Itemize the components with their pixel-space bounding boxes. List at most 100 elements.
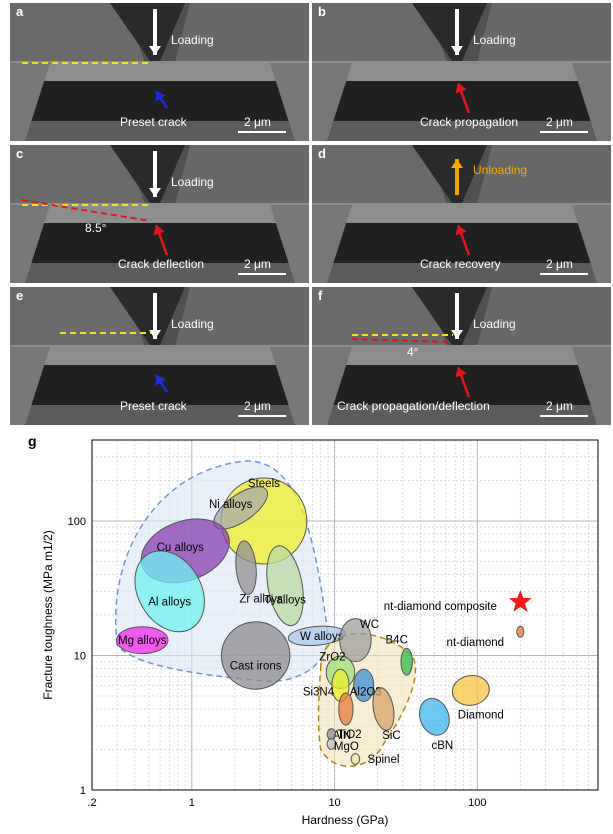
- material-label: nt-diamond: [447, 637, 505, 649]
- material-mgo: MgO: [326, 738, 359, 753]
- sem-image: [10, 145, 309, 283]
- crack-label: Crack deflection: [118, 257, 205, 271]
- material-label: Cu alloys: [157, 542, 205, 554]
- material-label: Spinel: [367, 754, 399, 766]
- material-sic: SiC: [372, 687, 401, 742]
- scale-label: 2 μm: [244, 115, 271, 129]
- y-tick-label: 10: [74, 650, 86, 662]
- scale-bar: 2 μm: [238, 115, 286, 133]
- loading-arrow: [451, 293, 463, 339]
- deflection-line: [351, 338, 453, 343]
- material-b4c: B4C: [386, 635, 413, 676]
- crack-arrow: [455, 224, 471, 256]
- x-tick-label: .2: [87, 797, 96, 809]
- material-label: Mg alloys: [118, 635, 167, 647]
- material-label: ZrO2: [319, 651, 345, 663]
- material-mg-alloys: Mg alloys: [116, 626, 169, 655]
- x-axis-label: Hardness (GPa): [302, 813, 389, 827]
- material-al-alloys: Al alloys: [134, 550, 205, 633]
- material-zr-alloys: Zr alloys: [235, 540, 283, 606]
- loading-label: Loading: [171, 175, 214, 189]
- y-axis-label: Fracture toughness (MPa m1/2): [41, 530, 55, 699]
- sem-image: [312, 3, 611, 141]
- panel-label: a: [16, 4, 24, 19]
- scale-label: 2 μm: [546, 257, 573, 271]
- sem-image: [10, 287, 309, 425]
- scale-bar: 2 μm: [540, 257, 588, 275]
- material-ti-alloys: Ti alloys: [264, 545, 306, 627]
- material-al2o3: Al2O3: [350, 668, 382, 702]
- material-label: Cast irons: [230, 660, 282, 672]
- crack-label: Crack propagation: [420, 115, 519, 129]
- material-cbn: cBN: [418, 697, 453, 752]
- scale-bar: 2 μm: [540, 399, 588, 417]
- sem-image: [10, 3, 309, 141]
- crack-arrow: [455, 82, 471, 114]
- loading-arrow: [149, 9, 161, 55]
- material-label: Al alloys: [148, 596, 191, 608]
- material-label: W alloys: [300, 631, 344, 643]
- deflection-line: [21, 199, 151, 222]
- loading-arrow: [149, 293, 161, 339]
- material-label: B4C: [386, 635, 408, 647]
- scale-label: 2 μm: [244, 399, 271, 413]
- material-label: WC: [360, 619, 379, 631]
- material-tio2: TiO2: [326, 728, 362, 741]
- material-label: TiO2: [337, 729, 362, 741]
- material-label: nt-diamond composite: [384, 601, 497, 613]
- scale-label: 2 μm: [546, 115, 573, 129]
- crack-label: Crack propagation/deflection: [337, 399, 490, 413]
- material-label: Ti alloys: [264, 595, 306, 607]
- material-wc: WC: [339, 618, 379, 663]
- x-tick-label: 100: [468, 797, 486, 809]
- material-label: Zr alloys: [239, 594, 283, 606]
- panel-label: c: [16, 146, 24, 161]
- scale-bar: 2 μm: [540, 115, 588, 133]
- crack-arrow: [154, 374, 169, 393]
- loading-arrow: [451, 9, 463, 55]
- angle-label: 8.5°: [85, 221, 107, 235]
- y-tick-label: 100: [68, 516, 86, 528]
- crack-arrow: [154, 90, 169, 109]
- sem-image: [312, 287, 611, 425]
- loading-label: Loading: [171, 317, 214, 331]
- x-tick-label: 1: [189, 797, 195, 809]
- crack-arrow: [455, 366, 471, 398]
- material-nt-diamond: nt-diamond: [447, 625, 525, 649]
- scale-label: 2 μm: [244, 257, 271, 271]
- panel-label: b: [318, 4, 326, 19]
- crack-arrow: [153, 224, 169, 256]
- x-tick-label: 10: [328, 797, 340, 809]
- material-aln: AlN: [333, 692, 354, 742]
- material-label: cBN: [431, 740, 453, 752]
- scale-label: 2 μm: [546, 399, 573, 413]
- material-diamond: Diamond: [451, 674, 504, 721]
- panel-label: f: [318, 288, 323, 303]
- scale-bar: 2 μm: [238, 257, 286, 275]
- material-label: Ni alloys: [209, 499, 253, 511]
- loading-arrow: [149, 151, 161, 197]
- y-tick-label: 1: [80, 785, 86, 797]
- material-label: Si3N4: [303, 686, 335, 698]
- loading-label: Loading: [473, 33, 516, 47]
- plot-frame: [91, 439, 599, 791]
- chart-panel-label: g: [28, 433, 37, 449]
- crack-label: Crack recovery: [420, 257, 501, 271]
- unloading-arrow: [451, 159, 463, 195]
- loading-label: Loading: [171, 33, 214, 47]
- unloading-label: Unloading: [473, 163, 528, 177]
- crack-label: Preset crack: [120, 399, 187, 413]
- material-label: MgO: [334, 741, 359, 753]
- panel-label: e: [16, 288, 24, 303]
- sem-image: [312, 145, 611, 283]
- crack-label: Preset crack: [120, 115, 187, 129]
- material-cast-irons: Cast irons: [220, 621, 291, 690]
- loading-label: Loading: [473, 317, 516, 331]
